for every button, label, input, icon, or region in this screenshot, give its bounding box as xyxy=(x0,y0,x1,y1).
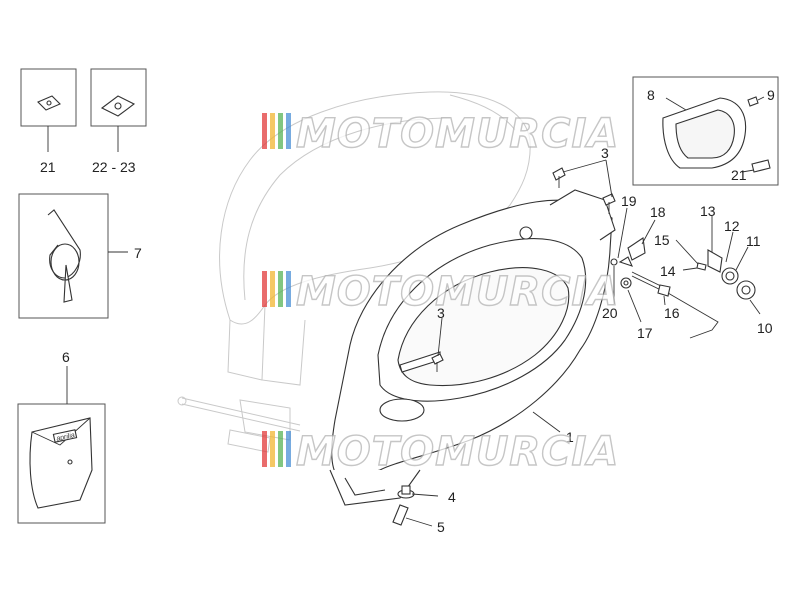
callout-20: 20 xyxy=(602,305,618,321)
watermark-top: MOTOMURCIA xyxy=(262,110,619,158)
inset-box-strap-7 xyxy=(18,193,109,319)
callout-21-left: 21 xyxy=(40,159,56,175)
callout-15: 15 xyxy=(654,232,670,248)
screw-3-upper-left xyxy=(552,167,566,188)
callout-3-top: 3 xyxy=(601,145,609,161)
callout-5: 5 xyxy=(437,519,445,535)
inset-box-clip-21 xyxy=(20,68,77,127)
callout-12: 12 xyxy=(724,218,740,234)
watermark-text: MOTOMURCIA xyxy=(296,111,619,157)
watermark-stripe-orange xyxy=(270,431,275,467)
callout-16: 16 xyxy=(664,305,680,321)
screw-3-center xyxy=(431,353,444,372)
callout-14: 14 xyxy=(660,263,676,279)
callout-4: 4 xyxy=(448,489,456,505)
callout-3-center: 3 xyxy=(437,305,445,321)
ghost-seat-outline xyxy=(219,91,531,386)
watermark-stripe-green xyxy=(278,431,283,467)
watermark-stripe-red xyxy=(262,271,267,307)
watermark-bottom: MOTOMURCIA xyxy=(262,428,619,476)
callout-9: 9 xyxy=(767,87,775,103)
watermark-stripe-blue xyxy=(286,113,291,149)
watermark-stripe-green xyxy=(278,113,283,149)
callout-6: 6 xyxy=(62,349,70,365)
watermark-stripe-blue xyxy=(286,271,291,307)
callout-22-23: 22 - 23 xyxy=(92,159,136,175)
callout-18: 18 xyxy=(650,204,666,220)
callout-1: 1 xyxy=(566,429,574,445)
callout-11: 11 xyxy=(746,233,761,249)
callout-17: 17 xyxy=(637,325,653,341)
callout-10: 10 xyxy=(757,320,773,336)
watermark-stripe-blue xyxy=(286,431,291,467)
watermark-text: MOTOMURCIA xyxy=(296,269,619,315)
pin-5 xyxy=(392,504,409,526)
toolkit-brand-label: aprilia xyxy=(56,432,76,443)
callout-labels: 21 22 - 23 7 6 3 3 1 4 5 8 9 21 19 18 13… xyxy=(40,87,775,535)
lock-assembly xyxy=(610,237,756,339)
callout-7: 7 xyxy=(134,245,142,261)
callout-19: 19 xyxy=(621,193,637,209)
inset-box-lid xyxy=(632,76,779,186)
watermark-stripe-green xyxy=(278,271,283,307)
watermark-middle: MOTOMURCIA xyxy=(262,268,619,316)
watermark-stripe-orange xyxy=(270,113,275,149)
watermark-text: MOTOMURCIA xyxy=(296,429,619,475)
watermark-stripe-red xyxy=(262,431,267,467)
leader-lines xyxy=(47,96,765,527)
inset-box-toolkit-6: aprilia xyxy=(17,403,106,524)
callout-21-right: 21 xyxy=(731,167,747,183)
callout-8: 8 xyxy=(647,87,655,103)
inset-box-clip-22-23 xyxy=(90,68,147,127)
callout-13: 13 xyxy=(700,203,716,219)
watermark-stripe-red xyxy=(262,113,267,149)
watermark-stripe-orange xyxy=(270,271,275,307)
